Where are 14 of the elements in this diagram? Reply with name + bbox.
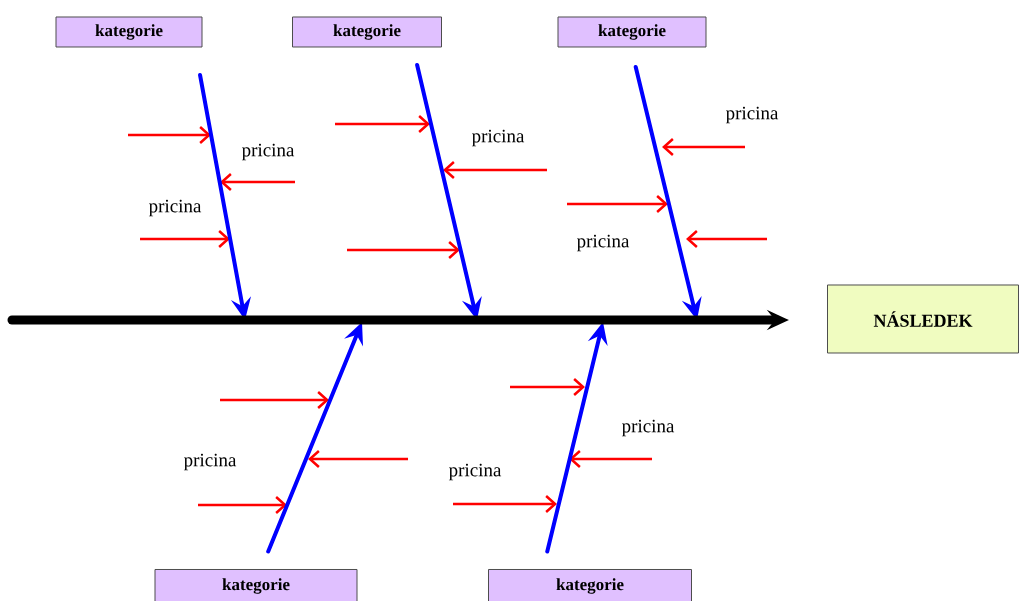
- cause-label: pricina: [576, 234, 630, 252]
- cause-label: pricina: [621, 419, 675, 437]
- cause-label: pricina: [148, 199, 202, 217]
- category-box: kategorie: [154, 569, 358, 601]
- category-box: kategorie: [292, 16, 442, 48]
- cause-label: pricina: [448, 463, 502, 481]
- effect-box: NÁSLEDEK: [827, 284, 1019, 354]
- cause-label: pricina: [725, 106, 779, 124]
- category-box: kategorie: [55, 16, 203, 48]
- cause-label: pricina: [471, 129, 525, 147]
- category-box: kategorie: [488, 569, 692, 601]
- cause-label: pricina: [241, 143, 295, 161]
- category-box: kategorie: [557, 16, 707, 48]
- cause-label: pricina: [183, 453, 237, 471]
